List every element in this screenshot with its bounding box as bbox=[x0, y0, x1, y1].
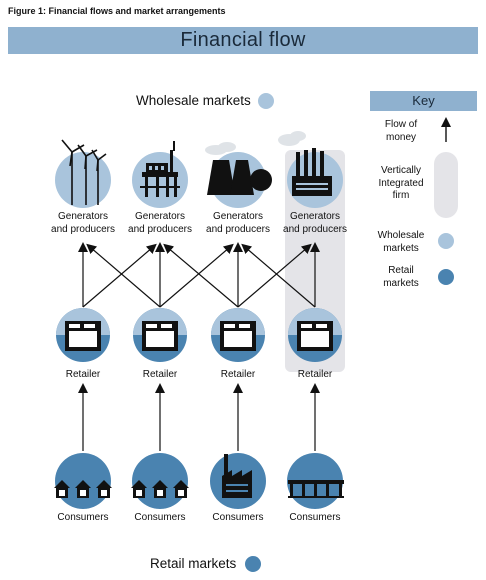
retail-office-icon bbox=[142, 321, 178, 351]
retailer-node-1 bbox=[56, 308, 110, 362]
retailer-label-2: Retailer bbox=[142, 369, 178, 380]
consumer-label-2: Consumers bbox=[134, 512, 186, 523]
power-plant-icon bbox=[278, 131, 332, 196]
wind-turbines-icon bbox=[61, 139, 107, 205]
consumer-node-4 bbox=[287, 453, 344, 509]
consumer-node-3 bbox=[210, 453, 266, 509]
arrow-r2-g3 bbox=[159, 243, 234, 308]
retailer-node-2 bbox=[133, 308, 187, 362]
generator-node-2 bbox=[132, 141, 188, 208]
offshore-platform-icon bbox=[140, 141, 180, 197]
consumer-label-1: Consumers bbox=[57, 512, 109, 523]
generator-label-2: Generators and producers bbox=[128, 211, 192, 235]
wholesale-markets-label: Wholesale markets bbox=[136, 93, 251, 108]
title-banner: Financial flow bbox=[8, 27, 478, 54]
key-label-retail-markets: Retail markets bbox=[383, 265, 419, 289]
retail-office-icon bbox=[297, 321, 333, 351]
generator-label-4: Generators and producers bbox=[283, 211, 347, 235]
arrow-r4-g3 bbox=[241, 243, 316, 308]
retail-markets-label: Retail markets bbox=[150, 556, 237, 571]
arrow-r2-g1 bbox=[86, 243, 161, 308]
cooling-towers-icon bbox=[205, 142, 272, 195]
wholesale-market-circle bbox=[258, 93, 274, 109]
consumer-label-3: Consumers bbox=[212, 512, 264, 523]
key-light-circle bbox=[438, 233, 454, 249]
retail-office-icon bbox=[65, 321, 101, 351]
retail-market-circle bbox=[245, 556, 261, 572]
key-title: Key bbox=[370, 91, 477, 111]
shop-icon bbox=[288, 480, 344, 498]
houses-icon bbox=[54, 480, 112, 498]
retailer-label-1: Retailer bbox=[65, 369, 101, 380]
consumer-label-4: Consumers bbox=[289, 512, 341, 523]
factory-icon bbox=[222, 454, 252, 498]
consumer-node-2 bbox=[131, 453, 189, 509]
figure-title: Figure 1: Financial flows and market arr… bbox=[8, 6, 226, 16]
retailer-label-4: Retailer bbox=[297, 369, 333, 380]
consumer-node-1 bbox=[54, 453, 112, 509]
retailer-node-4 bbox=[288, 308, 342, 362]
key-dark-circle bbox=[438, 269, 454, 285]
banner-title: Financial flow bbox=[180, 29, 306, 51]
generator-label-3: Generators and producers bbox=[206, 211, 270, 235]
key-grey-bar bbox=[434, 152, 458, 218]
generator-node-1 bbox=[55, 139, 111, 208]
key-label-flow-of-money: Flow of money bbox=[384, 119, 418, 143]
houses-icon bbox=[131, 480, 189, 498]
arrow-r3-g2 bbox=[163, 243, 239, 308]
money-flow-arrows bbox=[78, 242, 320, 451]
key-label-wholesale-markets: Wholesale markets bbox=[377, 230, 425, 254]
arrow-r3-g4 bbox=[237, 243, 312, 308]
arrow-r1-g2 bbox=[82, 243, 157, 308]
generator-label-1: Generators and producers bbox=[51, 211, 115, 235]
generator-node-4 bbox=[278, 131, 343, 208]
retailer-label-3: Retailer bbox=[220, 369, 256, 380]
key-label-vertically-integrated: Vertically Integrated firm bbox=[378, 165, 424, 201]
retail-office-icon bbox=[220, 321, 256, 351]
generator-node-3 bbox=[205, 142, 272, 208]
retailer-node-3 bbox=[211, 308, 265, 362]
